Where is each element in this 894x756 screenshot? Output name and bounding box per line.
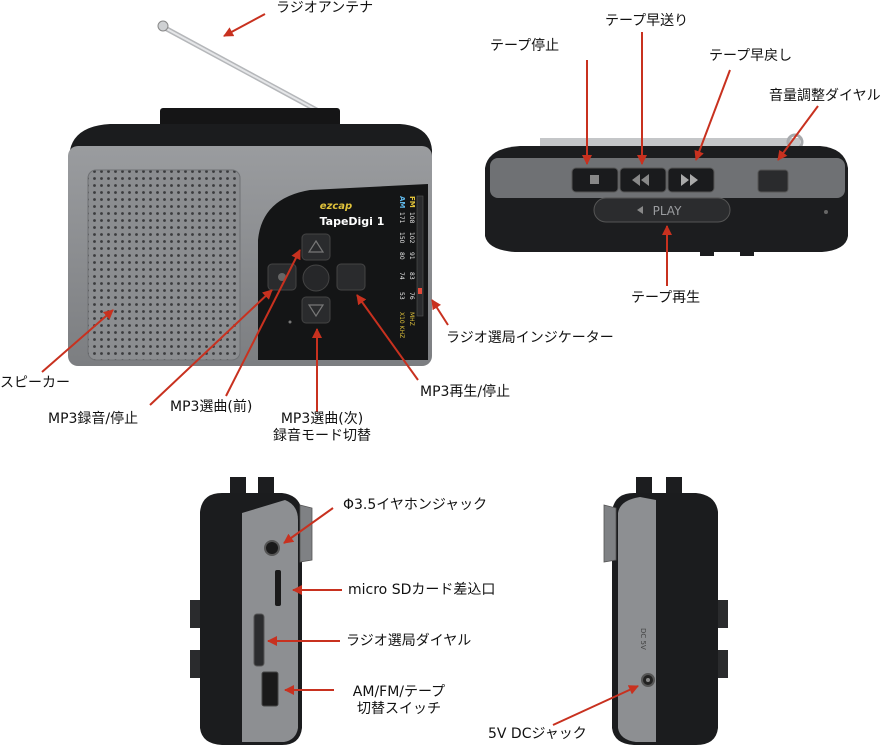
label-mp3-next: MP3選曲(次) 録音モード切替: [272, 411, 372, 445]
right-side-gray: [618, 497, 656, 742]
label-tape-stop: テープ停止: [490, 38, 560, 54]
label-headphone: Φ3.5イヤホンジャック: [343, 497, 488, 513]
up-triangle-icon: [307, 239, 325, 253]
volume-dial[interactable]: [757, 169, 789, 193]
brand-logo: ezcap: [320, 201, 352, 212]
callout-arrows: [41, 13, 819, 726]
label-sd-slot: micro SDカード差込口: [348, 582, 496, 598]
fast-forward-icon: [681, 174, 698, 186]
play-icon: [637, 206, 643, 214]
label-mode-switch-line1: AM/FM/テープ: [352, 684, 446, 700]
arrow-dc-jack: [552, 685, 639, 726]
mp3-play-stop-button[interactable]: [336, 263, 366, 291]
label-tape-play: テープ再生: [631, 290, 701, 306]
down-triangle-icon: [307, 304, 325, 318]
label-mp3-prev: MP3選曲(前): [170, 399, 253, 415]
label-antenna: ラジオアンテナ: [276, 0, 374, 16]
label-tape-ff: テープ早送り: [605, 13, 689, 29]
arrow-mp3-prev: [225, 249, 301, 397]
fm-scale-value: MHZ: [408, 312, 415, 326]
micro-sd-slot[interactable]: [275, 570, 281, 606]
fm-scale-value: 108: [408, 212, 415, 224]
label-radio-indicator: ラジオ選局インジケーター: [446, 330, 614, 346]
mic-hole: [288, 320, 292, 324]
mp3-down-button[interactable]: [301, 296, 331, 324]
label-mode-switch: AM/FM/テープ 切替スイッチ: [336, 684, 462, 718]
am-label: AM: [398, 196, 406, 208]
label-volume: 音量調整ダイヤル: [769, 88, 881, 104]
am-scale-value: X10 KHZ: [398, 312, 405, 338]
fm-scale-value: 76: [408, 292, 415, 300]
tape-play-button[interactable]: [593, 197, 731, 223]
mp3-button-cluster: [267, 233, 366, 324]
rewind-icon: [632, 174, 649, 186]
am-scale-value: 53: [398, 292, 405, 300]
label-mp3-play: MP3再生/停止: [420, 384, 511, 400]
top-antenna: [540, 138, 800, 146]
left-side-view: [190, 477, 313, 745]
stop-square-icon: [590, 175, 599, 184]
headphone-jack[interactable]: [264, 540, 280, 556]
am-scale-value: 74: [398, 272, 405, 280]
fm-scale-value: 91: [408, 252, 415, 260]
top-view: PLAY: [485, 133, 848, 256]
fm-scale-value: 83: [408, 272, 415, 280]
record-dot-icon: [278, 273, 286, 281]
model-name: TapeDigi 1: [320, 215, 385, 228]
arrow-radio-indicator: [431, 299, 449, 326]
label-mode-switch-line2: 切替スイッチ: [357, 701, 441, 717]
right-side-view: DC 5V: [603, 477, 728, 745]
speaker-grille: [87, 169, 241, 361]
arrow-headphone: [283, 507, 334, 544]
arrow-mp3-record: [149, 289, 273, 406]
arrow-speaker: [41, 309, 114, 373]
am-scale-value: 150: [398, 232, 405, 244]
label-mp3-record: MP3録音/停止: [48, 411, 139, 427]
label-mp3-next-line1: MP3選曲(次): [280, 411, 364, 427]
fm-scale-value: 102: [408, 232, 415, 244]
fm-label: FM: [408, 196, 416, 208]
label-mp3-next-line2: 録音モード切替: [273, 428, 371, 444]
mp3-up-button[interactable]: [301, 233, 331, 261]
label-tape-rew: テープ早戻し: [709, 48, 793, 64]
antenna: [157, 20, 337, 123]
left-side-gray: [242, 500, 298, 742]
arrow-mp3-play: [356, 294, 419, 381]
am-scale-value: 80: [398, 252, 405, 260]
label-speaker: スピーカー: [0, 375, 70, 391]
mode-switch[interactable]: [261, 671, 279, 707]
tuning-needle: [418, 288, 422, 294]
arrow-antenna: [223, 13, 266, 37]
mp3-play-center-button[interactable]: [302, 264, 330, 292]
arrow-tape-rew: [694, 69, 731, 161]
label-radio-dial: ラジオ選局ダイヤル: [346, 633, 472, 649]
label-dc-jack: 5V DCジャック: [488, 726, 587, 742]
radio-tuning-dial[interactable]: [253, 613, 265, 667]
am-scale-value: 171: [398, 212, 405, 224]
svg-text:DC 5V: DC 5V: [639, 628, 647, 650]
arrow-volume: [777, 105, 819, 161]
play-button-label: PLAY: [653, 204, 682, 218]
tuning-indicator-window: [416, 195, 424, 317]
